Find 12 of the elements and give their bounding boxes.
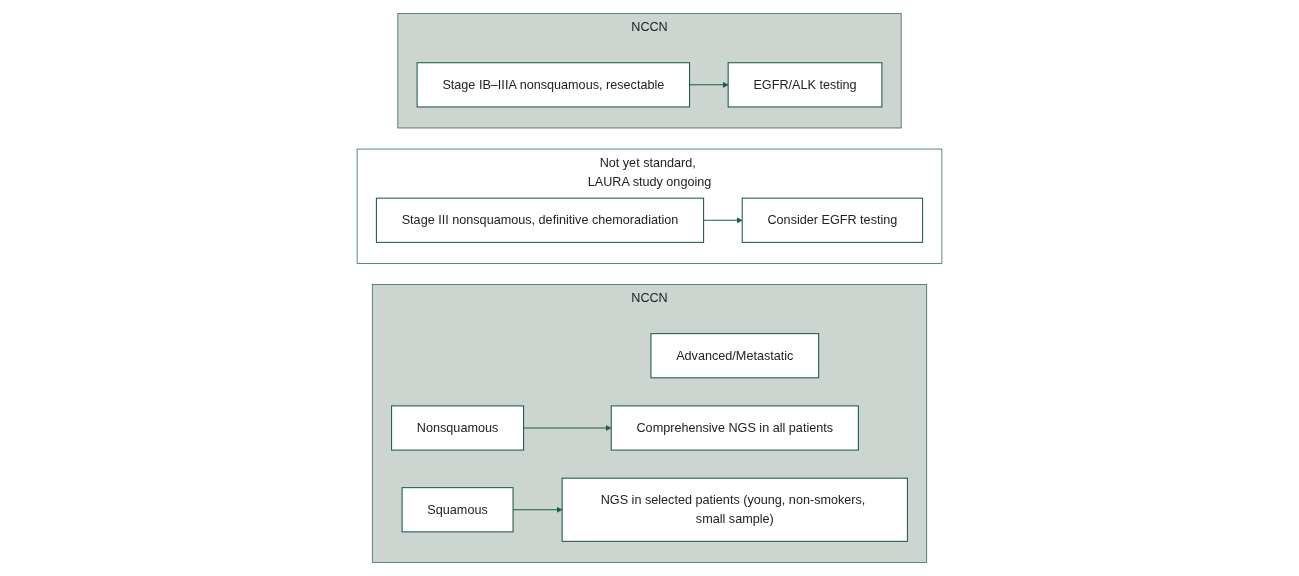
arrow xyxy=(523,424,612,432)
node-box: NGS in selected patients (young, non-smokers, small sample) xyxy=(561,477,908,542)
node-box: Advanced/Metastatic xyxy=(650,333,820,379)
arrow xyxy=(703,217,743,224)
arrow xyxy=(689,81,729,88)
node-box: Stage III nonsquamous, definitive chemoradiation xyxy=(375,197,705,243)
node-box: Stage IB–IIIA nonsquamous, resectable xyxy=(416,62,691,108)
node-box: Consider EGFR testing xyxy=(741,197,924,243)
node-box: Squamous xyxy=(401,487,514,533)
node-box: Nonsquamous xyxy=(391,405,525,451)
node-box: Comprehensive NGS in all patients xyxy=(610,405,859,451)
node-box: EGFR/ALK testing xyxy=(727,62,883,108)
